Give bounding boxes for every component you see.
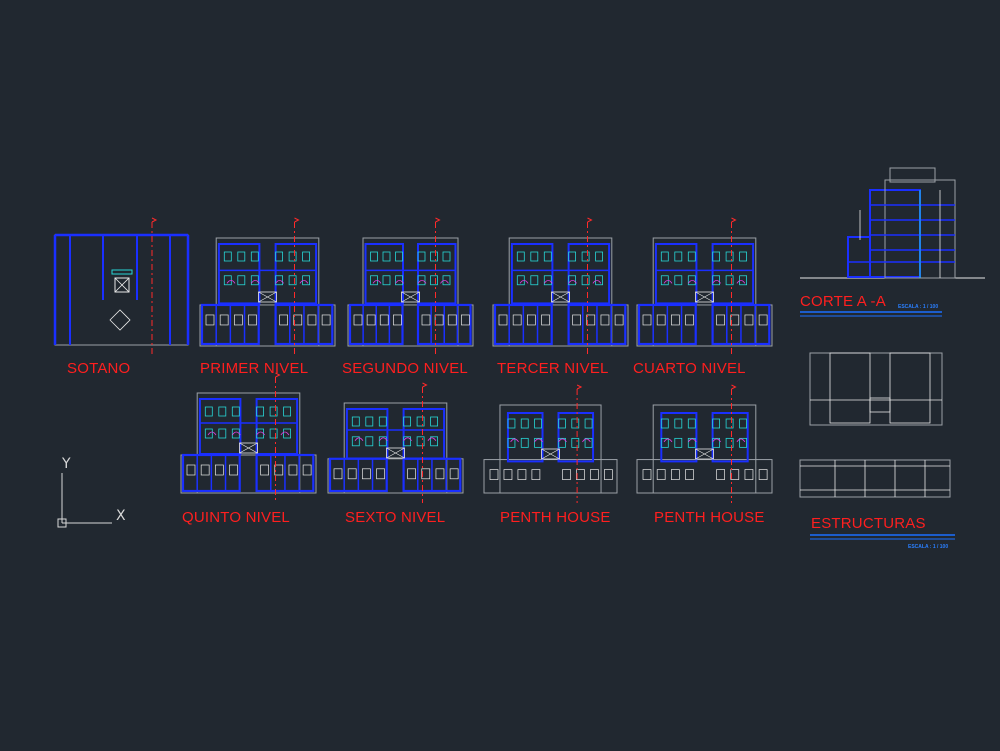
- label-corte-a-a: CORTE A -A: [800, 293, 886, 310]
- plan-penth-house-2[interactable]: [636, 384, 773, 503]
- plan-primer-nivel[interactable]: [199, 217, 336, 356]
- label-penth-house-1: PENTH HOUSE: [500, 509, 611, 526]
- label-primer-nivel: PRIMER NIVEL: [200, 360, 309, 377]
- ucs-x-label: X: [116, 508, 126, 524]
- plan-estructuras[interactable]: [799, 352, 955, 540]
- plan-quinto-nivel[interactable]: [180, 372, 317, 503]
- plan-penth-house-1[interactable]: [483, 384, 618, 503]
- label-quinto-nivel: QUINTO NIVEL: [182, 509, 290, 526]
- label-sexto-nivel: SEXTO NIVEL: [345, 509, 446, 526]
- plan-sexto-nivel[interactable]: [327, 382, 464, 503]
- scale-note-estructuras: ESCALA : 1 / 100: [908, 544, 949, 550]
- label-sotano: SOTANO: [67, 360, 131, 377]
- ucs-axis-icon: [57, 473, 112, 528]
- label-cuarto-nivel: CUARTO NIVEL: [633, 360, 746, 377]
- plan-segundo-nivel[interactable]: [347, 217, 474, 356]
- plan-sotano[interactable]: [53, 217, 190, 356]
- scale-note-corte: ESCALA : 1 / 100: [898, 304, 939, 310]
- section-corte-a-a[interactable]: [800, 167, 985, 317]
- label-segundo-nivel: SEGUNDO NIVEL: [342, 360, 468, 377]
- plan-cuarto-nivel[interactable]: [636, 217, 773, 356]
- label-tercer-nivel: TERCER NIVEL: [497, 360, 609, 377]
- label-estructuras: ESTRUCTURAS: [811, 515, 926, 532]
- ucs-y-label: Y: [62, 456, 71, 472]
- label-penth-house-2: PENTH HOUSE: [654, 509, 765, 526]
- plan-tercer-nivel[interactable]: [492, 217, 629, 356]
